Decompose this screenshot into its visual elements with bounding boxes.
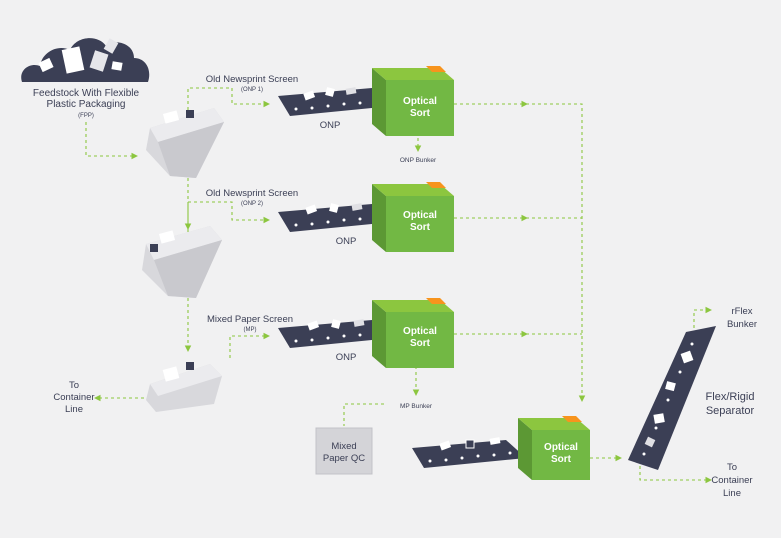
conveyor-1 bbox=[278, 87, 392, 116]
flow-screen2-to-conveyor2 bbox=[187, 201, 270, 238]
sort1-label-line2: Sort bbox=[410, 108, 431, 119]
conveyor2-label: ONP bbox=[336, 236, 357, 247]
left-container-line2: Container bbox=[53, 392, 94, 403]
sort2-label-line1: Optical bbox=[403, 210, 437, 221]
flow-mp-bunker-to-qc bbox=[343, 403, 384, 426]
conveyor-3 bbox=[278, 319, 392, 348]
feedstock-label-line1: Feedstock With Flexible bbox=[33, 88, 140, 99]
screen2-name: Old Newsprint Screen bbox=[206, 188, 298, 199]
sort1-label-line1: Optical bbox=[403, 96, 437, 107]
mixed-paper-qc-line1: Mixed bbox=[331, 441, 356, 452]
bottom-sort-line1: Optical bbox=[544, 442, 578, 453]
screen-machine-2 bbox=[142, 226, 222, 298]
flow-collector-to-bottom-sort bbox=[526, 103, 586, 402]
onp-bunker-label: ONP Bunker bbox=[400, 157, 437, 164]
right-container-line1: To bbox=[727, 462, 737, 473]
screen1-code: (ONP 1) bbox=[241, 87, 263, 93]
screen2-code: (ONP 2) bbox=[241, 201, 263, 207]
separator-label-line2: Separator bbox=[706, 405, 755, 417]
feedstock-label-line3: (FPP) bbox=[78, 113, 94, 119]
flex-rigid-separator bbox=[628, 326, 716, 470]
conveyor3-label: ONP bbox=[336, 352, 357, 363]
conveyor-2 bbox=[278, 203, 392, 232]
rflex-bunker-line2: Bunker bbox=[727, 319, 757, 330]
right-container-line2: Container bbox=[711, 475, 752, 486]
flow-separator-to-container bbox=[639, 466, 712, 484]
left-container-line3: Line bbox=[65, 404, 83, 415]
optical-sort-bottom bbox=[518, 416, 590, 480]
mixed-paper-qc-line2: Paper QC bbox=[323, 453, 365, 464]
screen3-name: Mixed Paper Screen bbox=[207, 314, 293, 325]
flow-feedstock-to-screen1 bbox=[85, 122, 138, 160]
screen3-code: (MP) bbox=[244, 327, 257, 333]
sort2-label-line2: Sort bbox=[410, 222, 431, 233]
flow-lines bbox=[85, 87, 712, 484]
right-container-line3: Line bbox=[723, 488, 741, 499]
optical-sort-3 bbox=[372, 298, 454, 368]
feedstock-pile-icon bbox=[21, 38, 150, 82]
sort3-label-line1: Optical bbox=[403, 326, 437, 337]
optical-sort-2 bbox=[372, 182, 454, 252]
screen1-name: Old Newsprint Screen bbox=[206, 74, 298, 85]
mixed-paper-qc-box bbox=[315, 427, 373, 475]
mp-bunker-label: MP Bunker bbox=[400, 403, 433, 410]
optical-sort-1 bbox=[372, 66, 454, 136]
flow-separator-to-rflex bbox=[693, 306, 712, 334]
rflex-bunker-line1: rFlex bbox=[731, 306, 752, 317]
sort3-label-line2: Sort bbox=[410, 338, 431, 349]
flow-screen1-to-conveyor1 bbox=[187, 87, 270, 122]
conveyor1-label: ONP bbox=[320, 120, 341, 131]
flow-screen3-to-conveyor3 bbox=[229, 332, 270, 358]
feedstock-label-line2: Plastic Packaging bbox=[47, 99, 126, 110]
left-container-line1: To bbox=[69, 380, 79, 391]
screen-machine-3 bbox=[146, 362, 222, 412]
bottom-sort-line2: Sort bbox=[551, 454, 572, 465]
separator-label-line1: Flex/Rigid bbox=[706, 391, 755, 403]
screen-machine-1 bbox=[146, 108, 224, 178]
conveyor-bottom bbox=[412, 437, 526, 468]
